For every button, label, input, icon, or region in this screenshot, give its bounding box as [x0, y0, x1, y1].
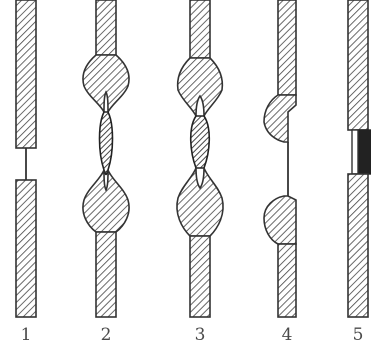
- panel-1: [16, 0, 36, 317]
- panel-4: [264, 0, 296, 317]
- panel-3-upper-bulge: [178, 58, 223, 116]
- panel-2-upper-bulge: [83, 55, 129, 112]
- panel-2-upper-strip: [96, 0, 116, 55]
- panel-4-lower-strip: [278, 244, 296, 317]
- panel-3-upper-strip: [190, 0, 210, 58]
- panel-3-lower-strip: [190, 236, 210, 317]
- panel-5-gap-inner: [352, 130, 358, 174]
- panel-5-upper-strip: [348, 0, 368, 130]
- panel-1-label: 1: [11, 325, 41, 345]
- panel-2-lower-strip: [96, 232, 116, 317]
- panel-4-label: 4: [272, 325, 302, 345]
- panel-2-weld-nugget: [100, 112, 113, 175]
- panel-5-label: 5: [343, 325, 371, 345]
- panel-3: [177, 0, 223, 317]
- panel-2-label: 2: [91, 325, 121, 345]
- panel-3-weld-nugget: [191, 116, 210, 168]
- panel-2: [83, 0, 129, 317]
- panel-4-lower-lip: [264, 196, 296, 244]
- panel-1-upper-strip: [16, 0, 36, 148]
- panel-4-upper-strip: [278, 0, 296, 95]
- panel-5: [348, 0, 371, 317]
- panel-3-lower-bulge: [177, 168, 223, 236]
- panel-2-lower-bulge: [83, 170, 129, 232]
- panel-1-lower-strip: [16, 180, 36, 317]
- panel-3-label: 3: [185, 325, 215, 345]
- panel-4-upper-lip: [264, 95, 296, 142]
- panel-5-lower-strip: [348, 174, 368, 317]
